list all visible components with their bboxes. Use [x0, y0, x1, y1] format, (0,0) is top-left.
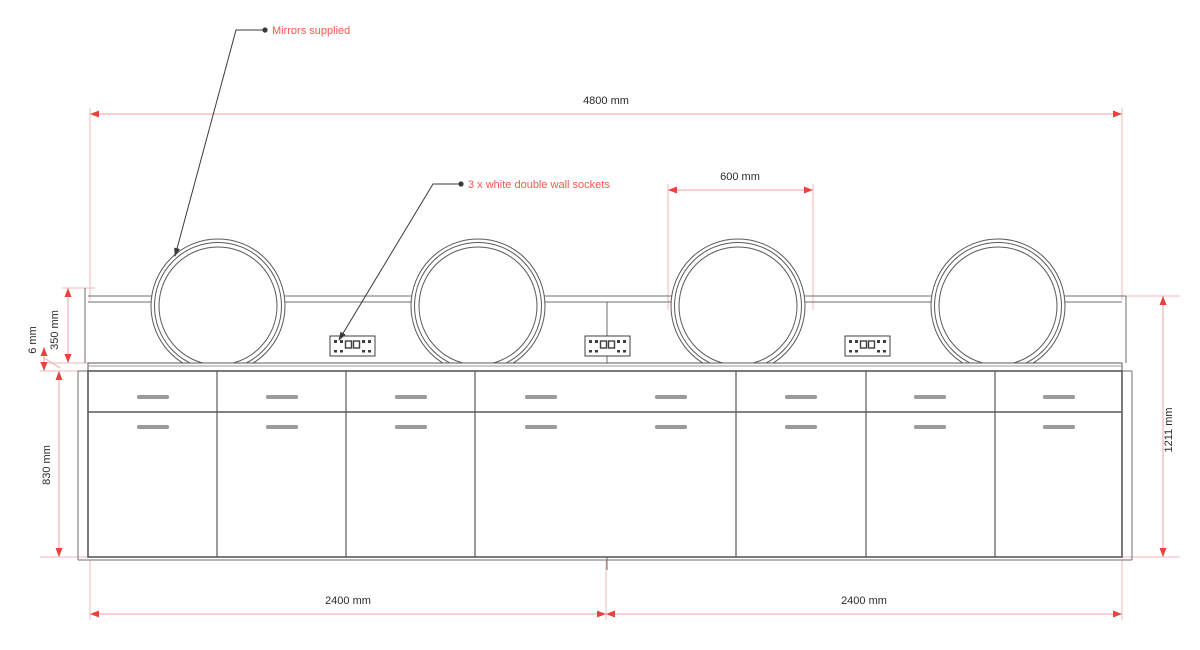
annotation-mirrors-supplied-label: Mirrors supplied [272, 25, 350, 37]
socket-3[interactable] [844, 335, 891, 357]
door-handle [266, 425, 298, 429]
door-handle [914, 425, 946, 429]
mirror-1[interactable] [150, 238, 286, 374]
drawer-handle [655, 395, 687, 399]
dimension-left-bottom-span: 2400 mm [90, 595, 606, 618]
socket-group [329, 335, 891, 357]
dimension-plinth-height: 6 mm [27, 326, 61, 371]
door-handle [137, 425, 169, 429]
door-handle [395, 425, 427, 429]
annotation-wall-sockets-label: 3 x white double wall sockets [468, 179, 610, 191]
dimension-cabinet-height: 830 mm [41, 371, 63, 557]
dimension-overall-width: 4800 mm [90, 95, 1122, 118]
socket-1[interactable] [329, 335, 376, 357]
annotation-mirrors-supplied[interactable]: Mirrors supplied [174, 25, 350, 257]
dimension-splashback-height-label: 350 mm [49, 310, 61, 350]
annotation-wall-sockets[interactable]: 3 x white double wall sockets [338, 179, 610, 341]
annotation-dot [262, 27, 268, 33]
dimension-splashback-height: 350 mm [49, 288, 72, 363]
dimension-mirror-spacing: 600 mm [668, 171, 813, 194]
drawer-handle [914, 395, 946, 399]
dimension-overall-width-label: 4800 mm [583, 95, 629, 107]
cabinet-dividers [216, 371, 996, 557]
mirror-4[interactable] [930, 238, 1066, 374]
dimension-plinth-height-label: 6 mm [27, 326, 39, 354]
dimension-left-bottom-span-label: 2400 mm [325, 595, 371, 607]
dimension-right-bottom-span-label: 2400 mm [841, 595, 887, 607]
door-handles [137, 425, 1075, 429]
cabinet-run [87, 370, 1123, 558]
door-handle [525, 425, 557, 429]
dimension-extension-lines [40, 108, 1180, 620]
drawer-handles [137, 395, 1075, 399]
drawer-handle [785, 395, 817, 399]
left-end-panel [77, 288, 88, 561]
dimension-total-height-label: 1211 mm [1163, 407, 1175, 452]
drawer-handle [266, 395, 298, 399]
right-end-panel [1122, 295, 1133, 561]
drawer-handle [1043, 395, 1075, 399]
annotation-dot [458, 181, 464, 187]
drawer-handle [395, 395, 427, 399]
mirror-3[interactable] [670, 238, 806, 374]
door-handle [655, 425, 687, 429]
mirror-2[interactable] [410, 238, 546, 374]
dimension-cabinet-height-label: 830 mm [41, 445, 53, 485]
worktop [87, 362, 1123, 372]
dimension-right-bottom-span: 2400 mm [606, 595, 1122, 618]
dimension-mirror-spacing-label: 600 mm [720, 171, 760, 183]
mirror-group [150, 238, 1066, 374]
door-handle [785, 425, 817, 429]
drawer-handle [137, 395, 169, 399]
socket-2[interactable] [584, 335, 631, 357]
drawer-handle [525, 395, 557, 399]
door-handle [1043, 425, 1075, 429]
dimension-total-height: 1211 mm [1159, 296, 1175, 557]
